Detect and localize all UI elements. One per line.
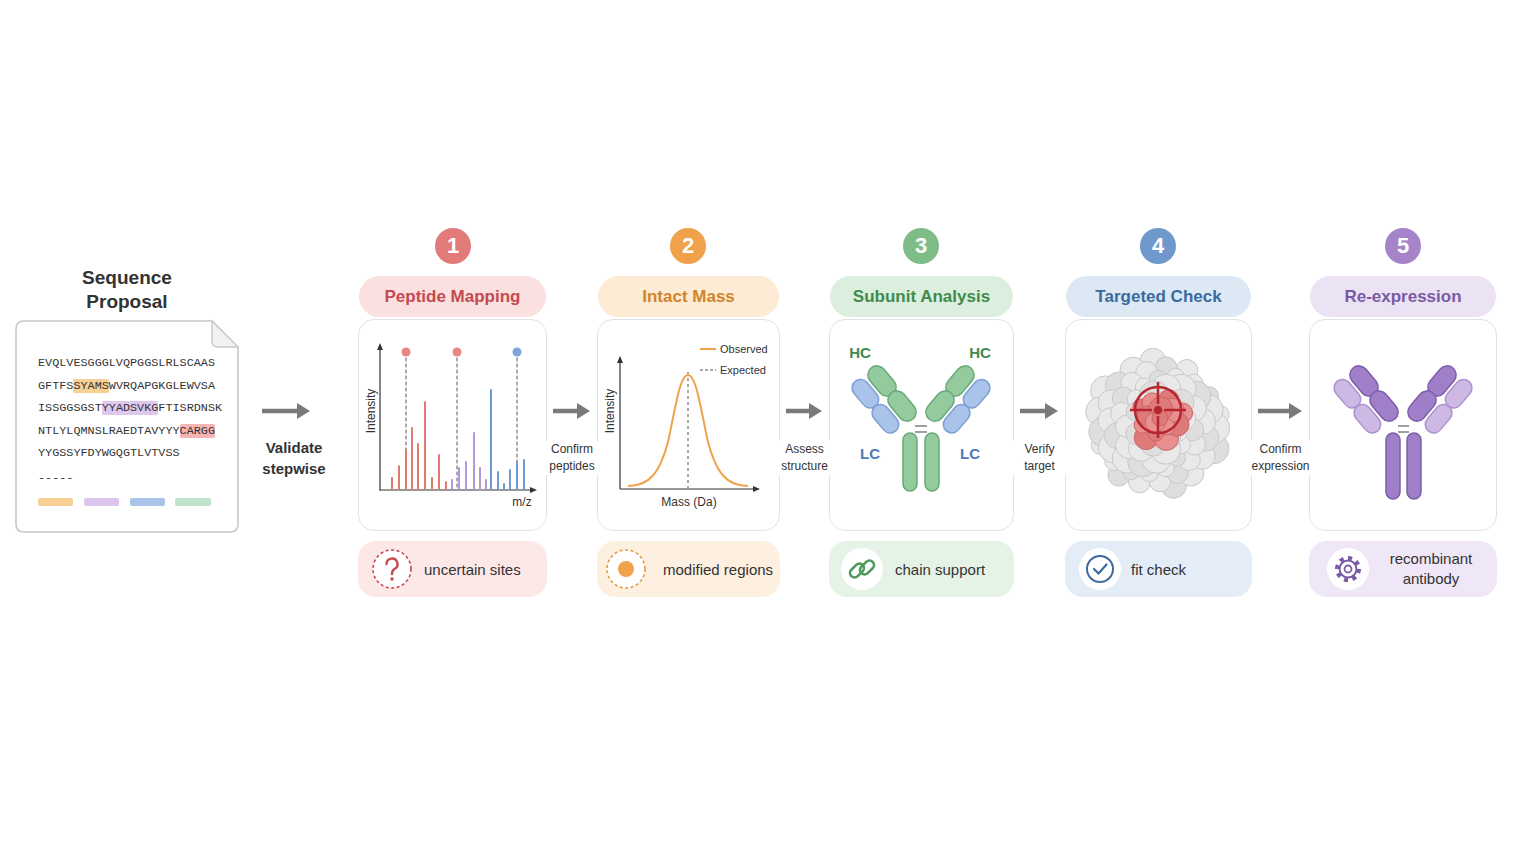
- flow-arrow: [786, 403, 822, 419]
- result-pill: recombinant antibody: [1309, 541, 1497, 597]
- sequence-line: -----: [38, 471, 73, 485]
- result-text: chain support: [895, 561, 985, 578]
- axis-label: Intensity: [364, 389, 378, 434]
- step-card: Re-expression: [1309, 319, 1497, 531]
- sequence-line: GFTFSSYAMSWVRQAPGKGLEWVSA: [38, 379, 215, 393]
- result-pill: chain support: [829, 541, 1014, 597]
- antibody-chains: [849, 362, 994, 491]
- document-title: Sequence Proposal: [16, 266, 238, 314]
- chain-label: LC: [960, 445, 980, 462]
- spectrum-chart: [377, 343, 537, 493]
- step-number: 3: [903, 228, 939, 264]
- step-number: 4: [1140, 228, 1176, 264]
- edge-label: Confirm expression: [1250, 441, 1312, 475]
- callout-number: 3: [915, 233, 927, 259]
- legend-text: Observed: [720, 342, 768, 356]
- result-text: recombinant antibody: [1375, 549, 1487, 589]
- chain-label: HC: [849, 344, 871, 361]
- callout-number: 2: [682, 233, 694, 259]
- result-pill: uncertain sites: [358, 541, 547, 597]
- callout-number: 1: [447, 233, 459, 259]
- callout-number: 4: [1152, 233, 1164, 259]
- result-text: modified regions: [663, 561, 773, 578]
- result-text: uncertain sites: [424, 561, 521, 578]
- step-number: 2: [670, 228, 706, 264]
- step-card: Peptide MappingIntensitym/z: [358, 319, 547, 531]
- legend-text: Expected: [720, 363, 766, 377]
- sequence-line: NTLYLQMNSLRAEDTAVYYYCARGG: [38, 424, 215, 438]
- step-number: 1: [435, 228, 471, 264]
- step-number: 5: [1385, 228, 1421, 264]
- flow-arrow: [553, 403, 590, 419]
- chain-label: LC: [860, 445, 880, 462]
- document-card: Sequence ProposalEVQLVESGGGLVQPGGSLRLSCA…: [16, 321, 238, 532]
- axis-label: m/z: [512, 495, 531, 509]
- edge-label: Validate stepwise: [254, 437, 334, 479]
- flow-arrow: [1258, 403, 1302, 419]
- chain-label: HC: [969, 344, 991, 361]
- target-reticle: [1130, 382, 1186, 438]
- result-text: fit check: [1131, 561, 1186, 578]
- edge-label: Confirm peptides: [541, 441, 603, 475]
- callout-number: 5: [1397, 233, 1409, 259]
- target-protein: [1086, 348, 1230, 498]
- step-header: Peptide Mapping: [359, 276, 546, 317]
- step-card: Subunit AnalysisHCHCLCLC: [829, 319, 1014, 531]
- step-header: Re-expression: [1310, 276, 1496, 317]
- axis-label: Intensity: [603, 389, 617, 434]
- step-card: Targeted Check: [1065, 319, 1252, 531]
- result-pill: fit check: [1065, 541, 1252, 597]
- sequence-line: YYGSSYFDYWGQGTLVTVSS: [38, 446, 180, 460]
- flow-arrow: [1020, 403, 1058, 419]
- document-outline: [16, 321, 238, 532]
- recombinant-antibody: [1331, 362, 1476, 499]
- result-pill: modified regions: [597, 541, 780, 597]
- sequence-line: EVQLVESGGGLVQPGGSLRLSCAAS: [38, 356, 215, 370]
- status-icons: [373, 548, 1369, 590]
- step-header: Targeted Check: [1066, 276, 1251, 317]
- flow-arrow: [262, 403, 310, 419]
- axis-label: Mass (Da): [661, 495, 716, 509]
- step-header: Subunit Analysis: [830, 276, 1013, 317]
- edge-label: Verify target: [1009, 441, 1071, 475]
- sequence-line: ISSGGSGSTYYADSVKGFTISRDNSK: [38, 401, 222, 415]
- step-header: Intact Mass: [598, 276, 779, 317]
- edge-label: Assess structure: [774, 441, 836, 475]
